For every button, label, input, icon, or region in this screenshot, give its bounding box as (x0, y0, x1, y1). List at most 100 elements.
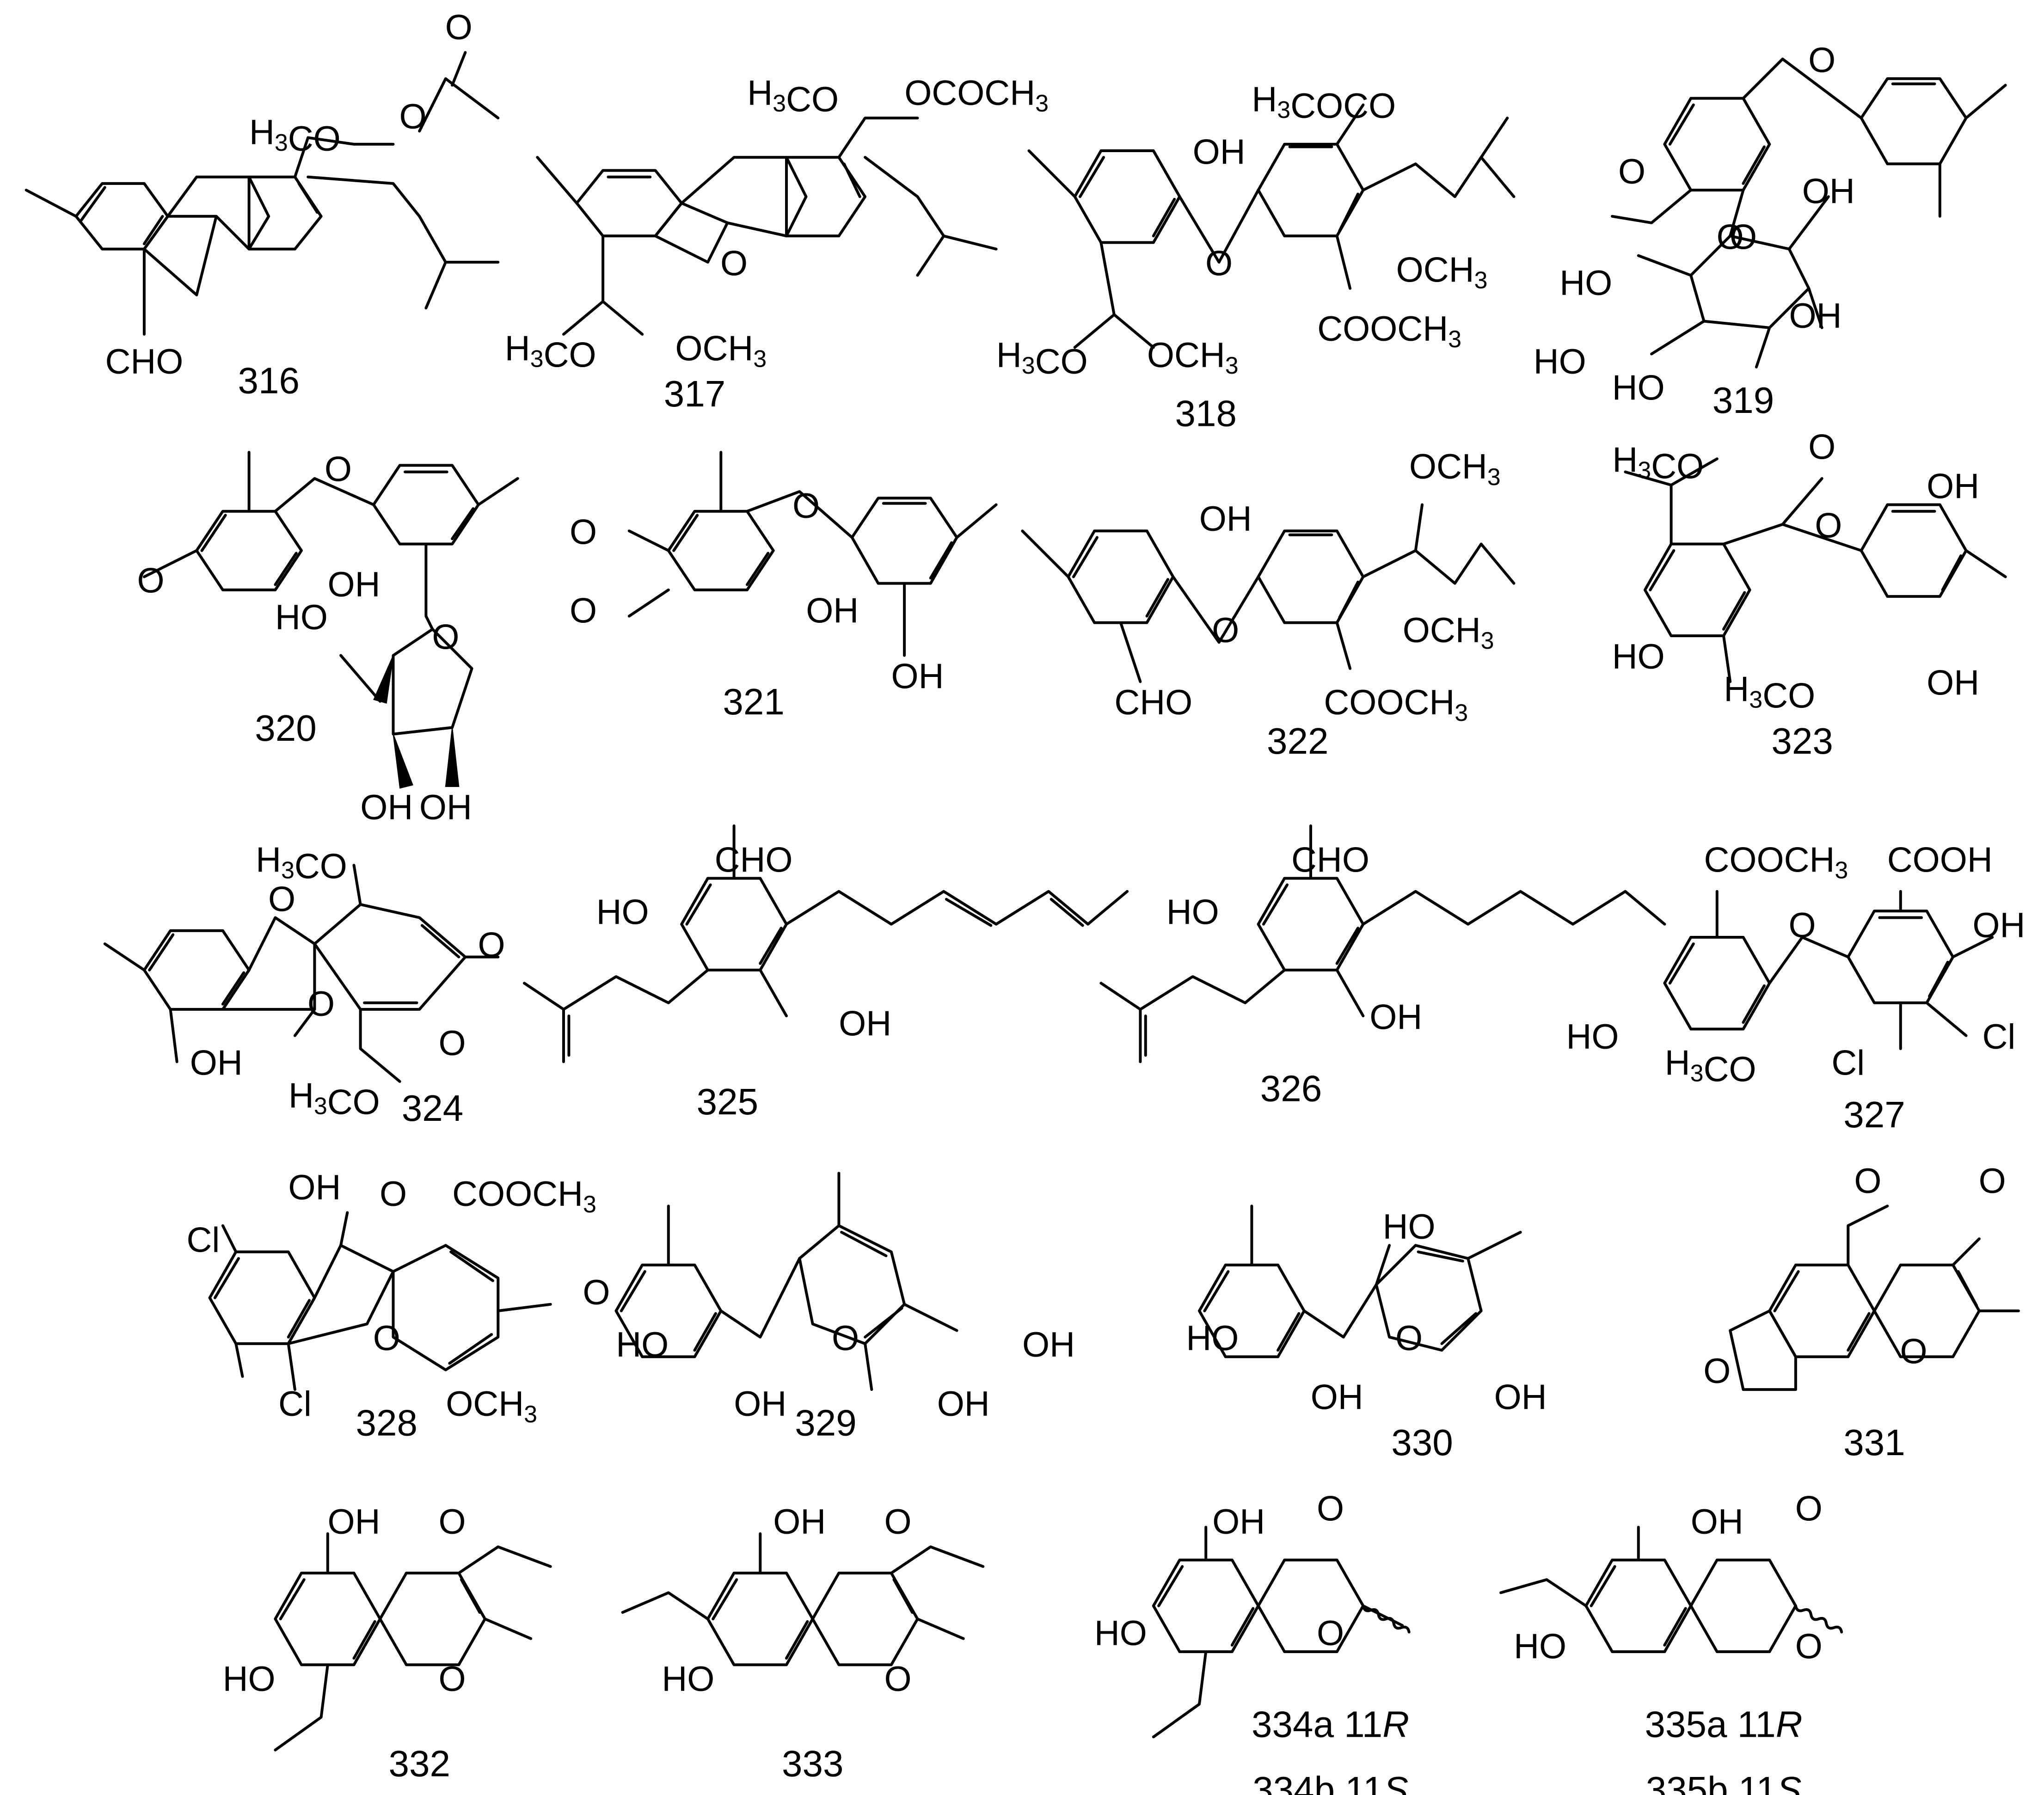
chain-bond (1499, 1578, 1588, 1607)
chain-bond (1964, 84, 2007, 120)
chain-bond (1375, 1244, 1391, 1286)
atom-label: OH (839, 1004, 891, 1044)
chain-bond (293, 136, 395, 178)
compound-number-331: 331 (1843, 1422, 1905, 1463)
double-bond-line (1847, 1312, 1871, 1352)
bond-lines (25, 51, 2020, 1752)
atom-label: HO (275, 598, 328, 637)
chain-bond (339, 654, 382, 703)
chain-bond (864, 1342, 873, 1391)
atom-label: OH (1972, 906, 2025, 945)
double-bond-line (451, 51, 467, 87)
ring-bond (811, 1572, 919, 1666)
atom-label: O (268, 879, 295, 919)
chain-bond (1335, 968, 1365, 1018)
atom-label: COOCH3 (452, 1174, 596, 1218)
atom-label: O (1395, 1319, 1423, 1358)
atom-label: OH (288, 1168, 341, 1207)
ring-bond (1768, 1263, 1876, 1359)
chain-bond (1073, 241, 1116, 349)
atom-label: HO (596, 893, 649, 932)
atom-label: O (1979, 1162, 2006, 1201)
chain-bond (1847, 1205, 1889, 1266)
chain-bond (103, 942, 146, 971)
ring-bond (706, 1572, 814, 1666)
chain-bond (903, 1303, 958, 1332)
chain-bond (1807, 287, 1823, 329)
chain-bond (785, 890, 1129, 926)
chain-bond (1637, 254, 1693, 277)
ring-bond (1663, 97, 1771, 192)
chain-bond (1467, 1230, 1522, 1260)
chain-bond (1624, 470, 1673, 486)
atom-label: O (325, 449, 352, 489)
chain-bond (1781, 477, 1823, 526)
double-bond-line (148, 933, 175, 971)
double-bond-line (142, 215, 164, 246)
ring-bond (1257, 529, 1365, 624)
atom-label: H3CO (288, 1076, 380, 1122)
chain-bond (484, 1617, 533, 1640)
chain-bond (1952, 936, 1994, 959)
double-bond-line (1050, 898, 1084, 927)
double-bond-line (449, 1250, 494, 1282)
double-bond-line (1773, 1270, 1800, 1312)
atom-label: OH (1927, 467, 1979, 506)
ring-bond (1152, 1558, 1260, 1654)
double-bond-line (1668, 942, 1695, 985)
atom-label: OH (1022, 1325, 1075, 1365)
atom-label: O (1703, 1352, 1731, 1391)
atom-label: OCH3 (1396, 251, 1488, 294)
atom-label: HO (1612, 369, 1665, 408)
atom-label: O (583, 1273, 610, 1312)
chain-bond (339, 1211, 349, 1247)
ring-bond (221, 916, 316, 1011)
compound-number-330: 330 (1391, 1422, 1453, 1463)
double-bond-line (1335, 927, 1360, 965)
double-bond-line (945, 898, 993, 927)
atom-label: OH (937, 1384, 990, 1424)
atom-label: H3CO (1612, 441, 1704, 486)
atom-label: CHO (715, 840, 793, 879)
atom-label: OH (328, 1502, 381, 1542)
atom-label: H3COCO (1252, 80, 1396, 126)
double-bond-line (1957, 1270, 1978, 1307)
compound-number-321: 321 (723, 681, 784, 722)
compound-number-320: 320 (255, 707, 316, 749)
atom-label: COOCH3 (1704, 840, 1848, 884)
compound-number-324: 324 (402, 1088, 463, 1129)
chain-bond (1964, 549, 2007, 578)
atom-label: HO (223, 1660, 276, 1699)
chain-bond (1172, 575, 1260, 644)
double-bond-line (1663, 1607, 1687, 1647)
atom-label: O (432, 617, 459, 657)
compound-number-323: 323 (1771, 720, 1833, 762)
ring-bond (372, 464, 480, 546)
ring-bond (274, 1572, 382, 1666)
chain-bond (1650, 320, 1706, 356)
chain-bond (418, 77, 500, 133)
chain-bond (1335, 103, 1365, 146)
atom-label: OCH3 (446, 1384, 537, 1428)
ring-bond (1375, 1244, 1483, 1352)
ring-bond (680, 877, 788, 971)
chain-bond (1362, 1604, 1404, 1627)
atom-label: HO (1094, 1614, 1147, 1653)
atom-label: O (1795, 1627, 1823, 1666)
atom-label: HO (616, 1325, 669, 1365)
double-bond-line (451, 507, 475, 541)
chain-bond (1027, 149, 1076, 198)
double-bond-line (1338, 580, 1360, 619)
double-bond-line (1668, 103, 1695, 146)
atom-label: OCH3 (1147, 336, 1239, 379)
atom-label: OH (1199, 499, 1252, 539)
atom-label: O (1854, 1162, 1881, 1201)
atom-label: O (439, 1502, 466, 1542)
chain-bond (1722, 634, 1732, 683)
atom-label: OH (360, 788, 413, 827)
ring-bond (392, 627, 473, 736)
wedge-bond (393, 734, 413, 789)
atom-label: O (1795, 1489, 1823, 1529)
ring-bond (208, 1250, 316, 1345)
